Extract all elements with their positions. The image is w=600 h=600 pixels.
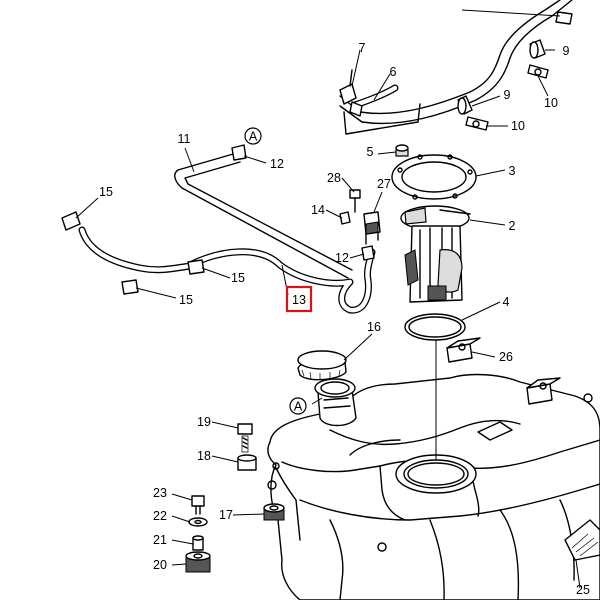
fuel-tank: [267, 373, 600, 600]
callout-21: 21: [153, 533, 167, 547]
callout-9-lower: 9: [504, 88, 511, 102]
callout-6: 6: [390, 65, 397, 79]
callout-18: 18: [197, 449, 211, 463]
clamp-10b: [465, 116, 489, 131]
clip-8: [555, 11, 573, 25]
callout-12-lower: 12: [335, 251, 349, 265]
callout-label: 13: [292, 293, 306, 307]
callout-25: 25: [576, 583, 590, 597]
fuel-pump-assembly: [400, 205, 471, 303]
callout-12-upper: 12: [270, 157, 284, 171]
callout-28: 28: [327, 171, 341, 185]
callout-17: 17: [219, 508, 233, 522]
callout-5: 5: [367, 145, 374, 159]
callout-15-middle: 15: [231, 271, 245, 285]
callout-10-lower: 10: [511, 119, 525, 133]
bracket-26b: [526, 377, 561, 405]
clip-14: [339, 211, 351, 225]
vent-bracket-frame: [343, 103, 421, 135]
fuel-hose-15: [61, 211, 205, 295]
callout-2: 2: [509, 219, 516, 233]
reference-mark-label: A: [249, 130, 258, 144]
damper-9b: [457, 95, 473, 115]
callout-23: 23: [153, 486, 167, 500]
callout-11: 11: [178, 132, 191, 146]
reference-mark-label: A: [294, 400, 303, 414]
callout-15-upper: 15: [99, 185, 113, 199]
callout-27: 27: [377, 177, 391, 191]
collar-18: [237, 454, 257, 471]
damper-9a: [529, 39, 546, 59]
fuel-pump-ring: [391, 154, 477, 200]
frame-pipe: [339, 0, 573, 125]
reference-mark-a-lower: A: [289, 397, 307, 415]
callout-4: 4: [503, 295, 510, 309]
washer-22: [188, 517, 208, 527]
leader-lines: [75, 9, 581, 589]
highlight-box: [285, 285, 313, 313]
callout-3: 3: [509, 164, 516, 178]
bolt-28: [349, 189, 361, 213]
valve-27: [363, 211, 381, 245]
callout-14: 14: [311, 203, 325, 217]
callout-7: 7: [359, 41, 366, 55]
callout-13-highlighted[interactable]: 13: [285, 285, 313, 313]
collar-21: [192, 535, 204, 551]
clamp-10a: [527, 64, 549, 79]
fuel-hose-13: [186, 248, 376, 314]
callout-22: 22: [153, 509, 167, 523]
pressure-cap-5: [395, 144, 409, 157]
callout-26: 26: [499, 350, 513, 364]
vent-hose-6: [351, 84, 399, 109]
callout-20: 20: [153, 558, 167, 572]
callout-16: 16: [367, 320, 381, 334]
damper-20: [185, 551, 211, 573]
damper-17: [263, 503, 285, 521]
callout-10-upper: 10: [544, 96, 558, 110]
fuel-cap: [297, 350, 347, 381]
bolt-19: [237, 423, 253, 453]
fuel-hose-11: [174, 144, 353, 279]
bracket-7: [339, 69, 363, 117]
bracket-26a: [446, 337, 481, 363]
reference-mark-a-upper: A: [244, 127, 262, 145]
bolt-23: [191, 495, 205, 515]
callout-15-lower: 15: [179, 293, 193, 307]
callout-19: 19: [197, 415, 211, 429]
callout-9-upper: 9: [563, 44, 570, 58]
o-ring-4: [404, 313, 466, 341]
clip-12b: [361, 245, 375, 261]
